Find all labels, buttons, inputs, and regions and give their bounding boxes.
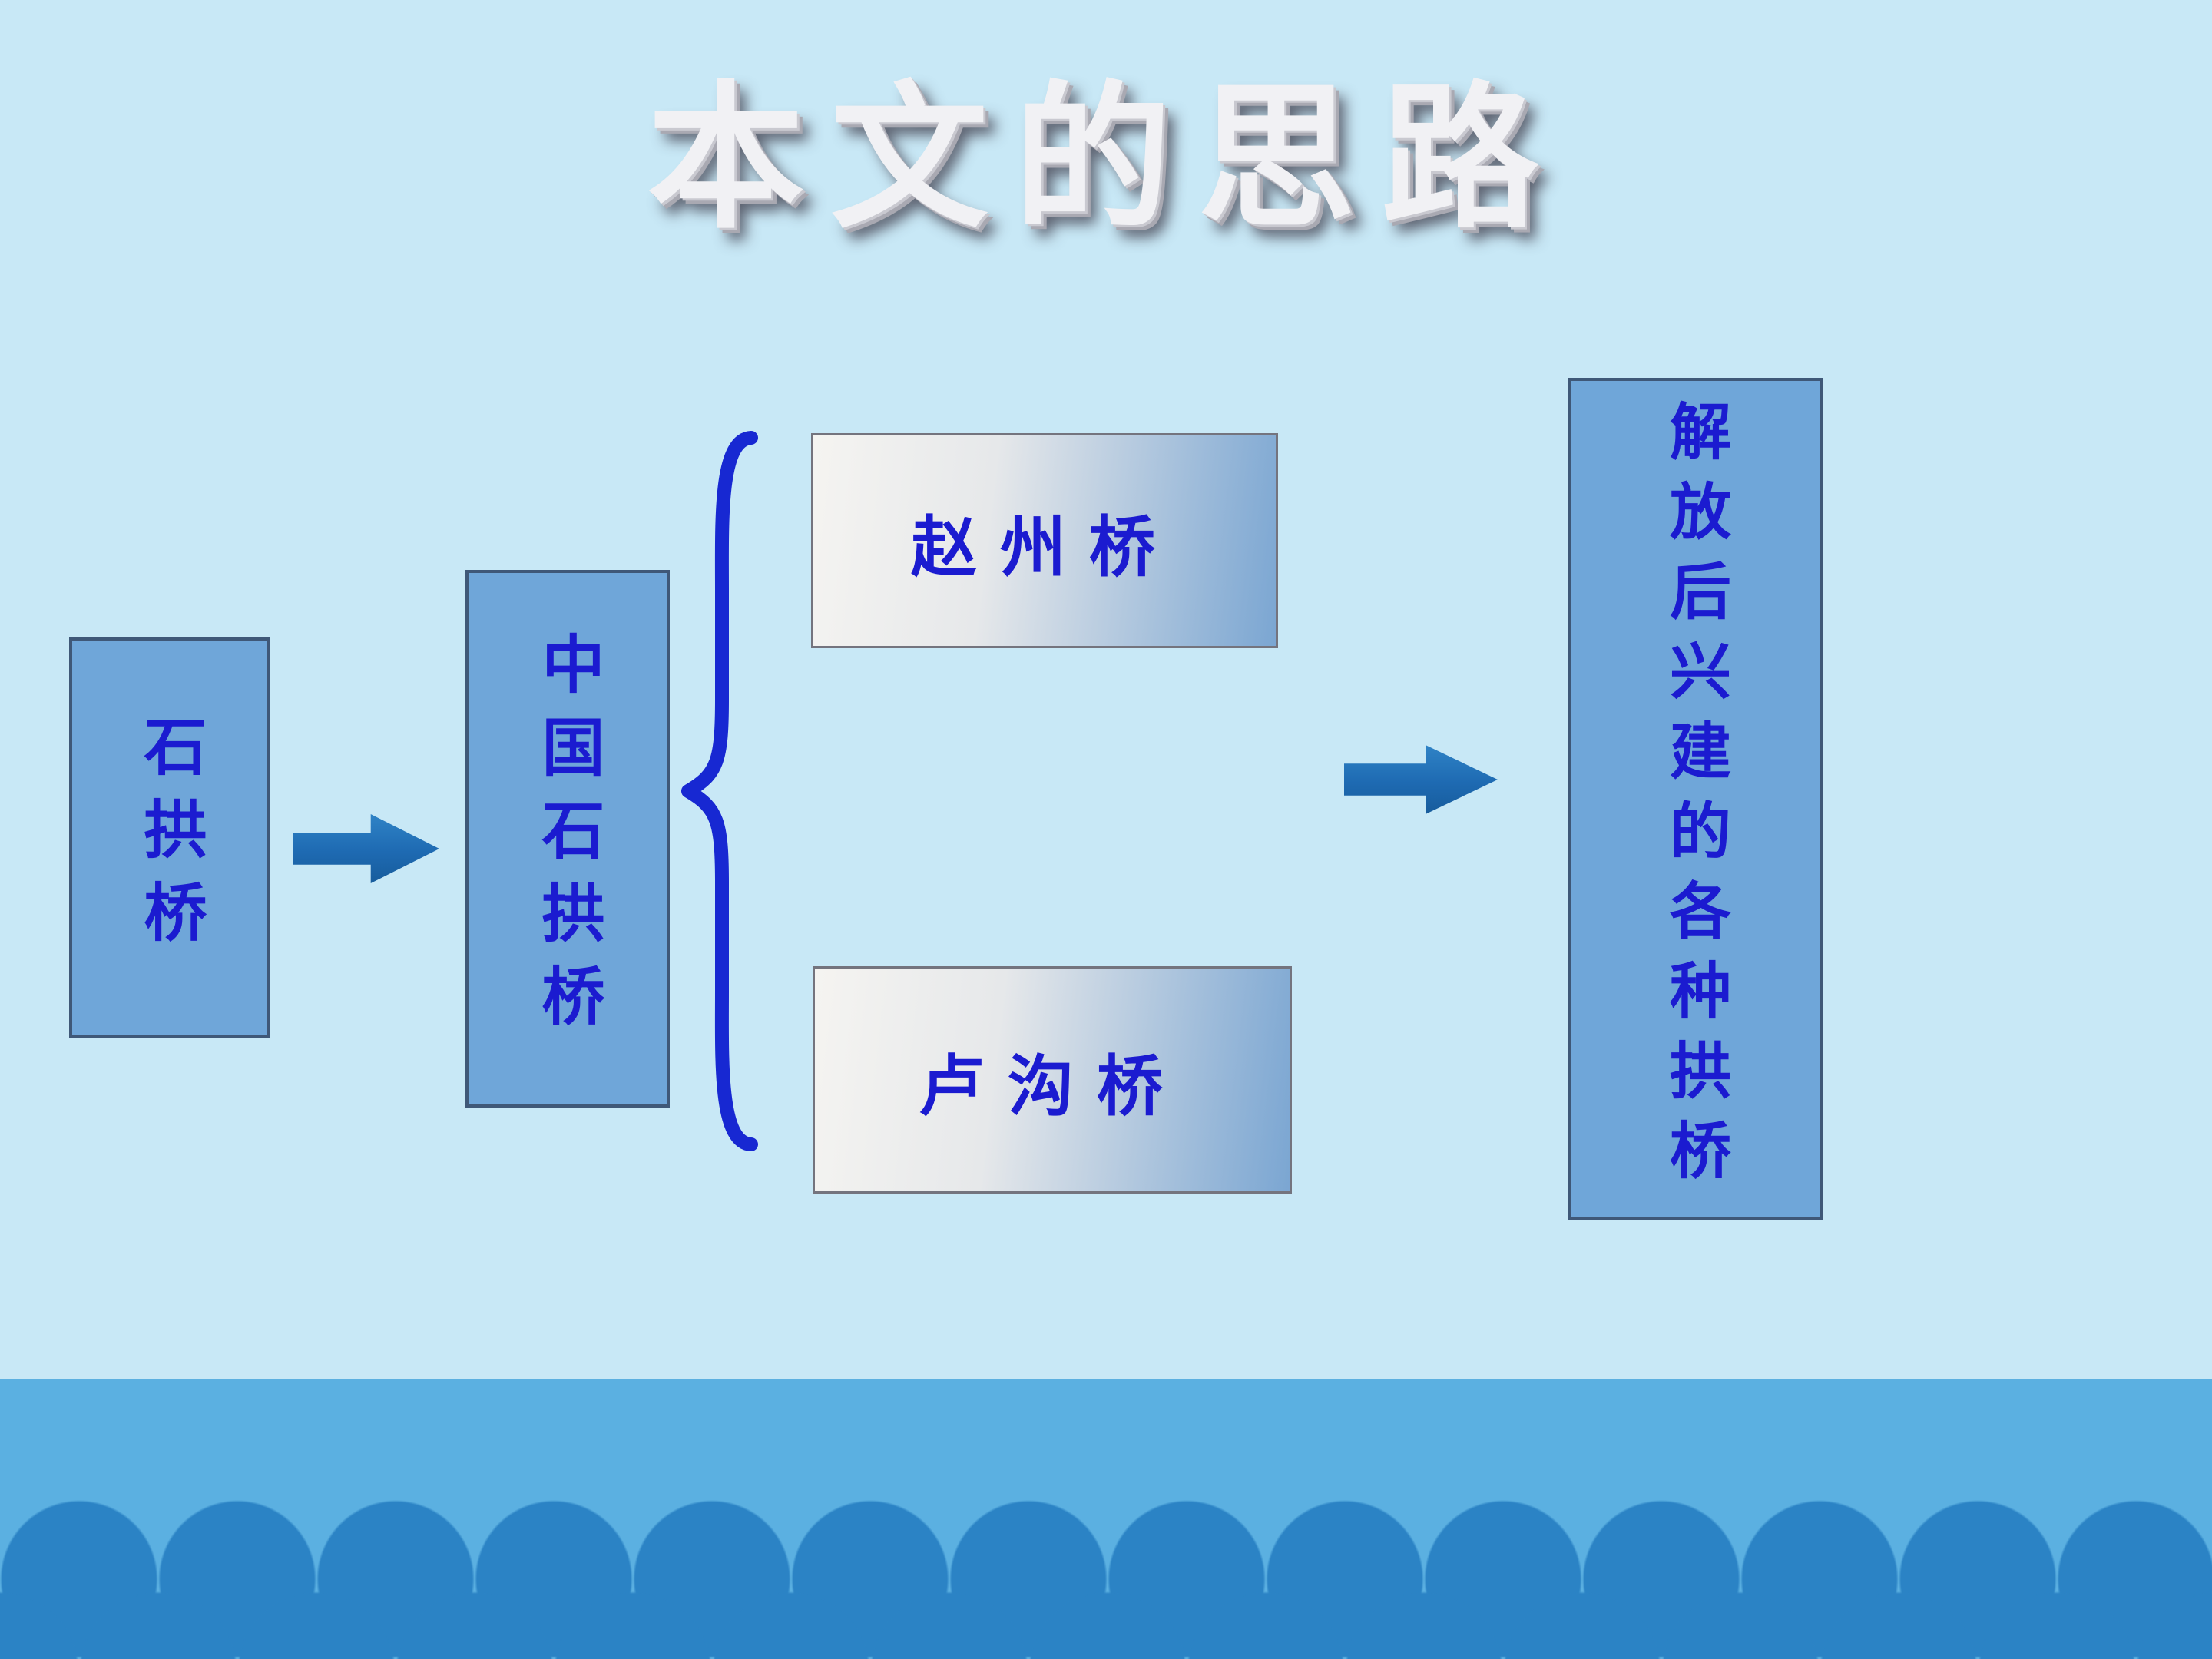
curly-brace-icon (681, 431, 758, 1151)
box-chinese-stone-arch-bridge: 中国石拱桥 (465, 570, 670, 1108)
box-chinese-stone-arch-bridge-label: 中国石拱桥 (531, 631, 604, 1046)
right-arrow-icon (1344, 745, 1498, 814)
box-lugou-bridge-label: 卢沟桥 (919, 1047, 1186, 1125)
box-zhaozhou-bridge-label: 赵州桥 (911, 508, 1178, 586)
bottom-wave-band (0, 1379, 2212, 1659)
box-lugou-bridge: 卢沟桥 (813, 966, 1292, 1194)
box-zhaozhou-bridge: 赵州桥 (811, 433, 1278, 648)
box-post-liberation-arch-bridges: 解放后兴建的各种拱桥 (1568, 378, 1823, 1220)
box-post-liberation-arch-bridges-label: 解放后兴建的各种拱桥 (1660, 399, 1732, 1198)
wave-scallops-row-2 (0, 1591, 2212, 1659)
page-title: 本文的思路 (647, 66, 1565, 250)
box-stone-arch-bridge-label: 石拱桥 (133, 714, 207, 962)
right-arrow-icon (293, 814, 439, 883)
box-stone-arch-bridge: 石拱桥 (69, 637, 270, 1038)
